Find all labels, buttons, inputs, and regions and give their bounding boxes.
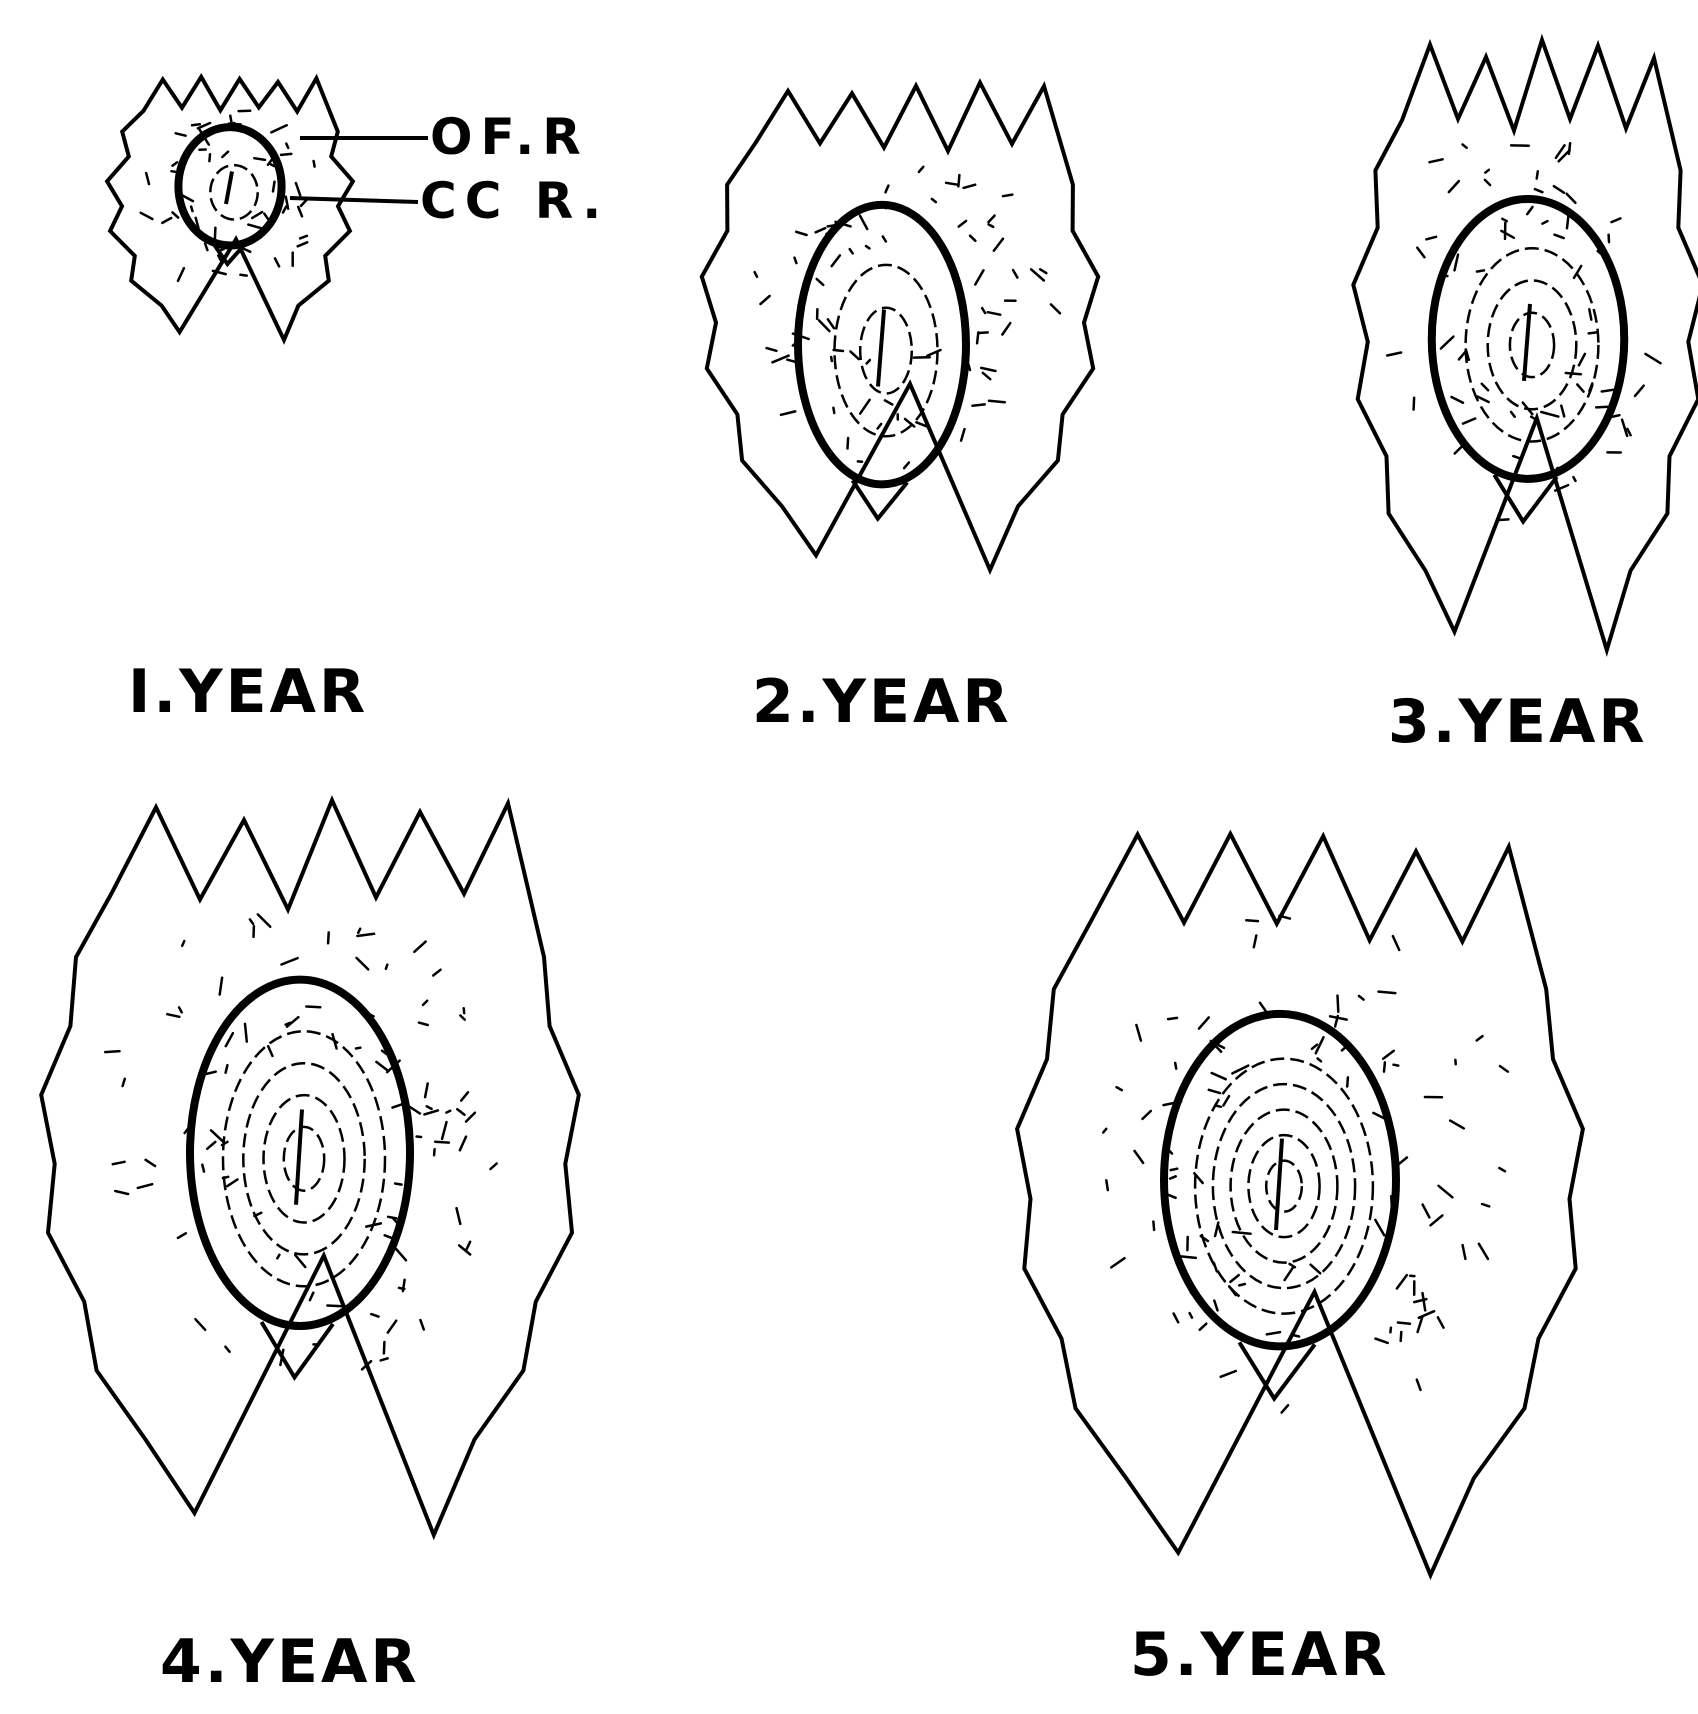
scale-nucleus [878,310,884,387]
ccr-callout-label: CC R. [420,176,609,226]
annual-ring [1248,1135,1319,1237]
caption-year-2: 2.YEAR [752,672,1012,732]
scale-year-1 [107,77,353,340]
caption-year-4: 4.YEAR [160,1632,420,1692]
scale-year-4 [41,800,579,1535]
annual-ring [1266,1161,1302,1212]
ofr-callout-label: OF.R [430,112,589,162]
caption-year-1: I.YEAR [128,662,368,722]
scale-outline [702,83,1098,570]
scale-nucleus [226,172,232,205]
annual-ring [1510,313,1554,377]
scale-base-wedge [1239,1342,1314,1398]
ccr-leader-line [290,198,418,202]
annual-ring [243,1063,364,1254]
annual-ring [284,1127,324,1191]
callout-leaders [290,138,428,202]
scale-outline [41,800,579,1535]
annual-ring [1231,1110,1338,1263]
scale-year-2 [702,83,1098,570]
annual-ring [1195,1059,1373,1314]
annual-ring [1213,1084,1355,1288]
annual-ring [210,165,257,219]
annual-ring [860,308,912,394]
scales-group [41,40,1698,1575]
scale-base-wedge [262,1322,334,1377]
annual-ring [223,1031,385,1286]
scale-year-5 [1017,834,1583,1575]
annual-ring [1488,281,1577,410]
scale-nucleus [1276,1139,1282,1230]
caption-year-3: 3.YEAR [1388,692,1648,752]
caption-year-5: 5.YEAR [1130,1625,1390,1685]
scale-outline [1017,834,1583,1575]
scale-year-3 [1353,40,1698,650]
annual-ring [264,1095,345,1222]
